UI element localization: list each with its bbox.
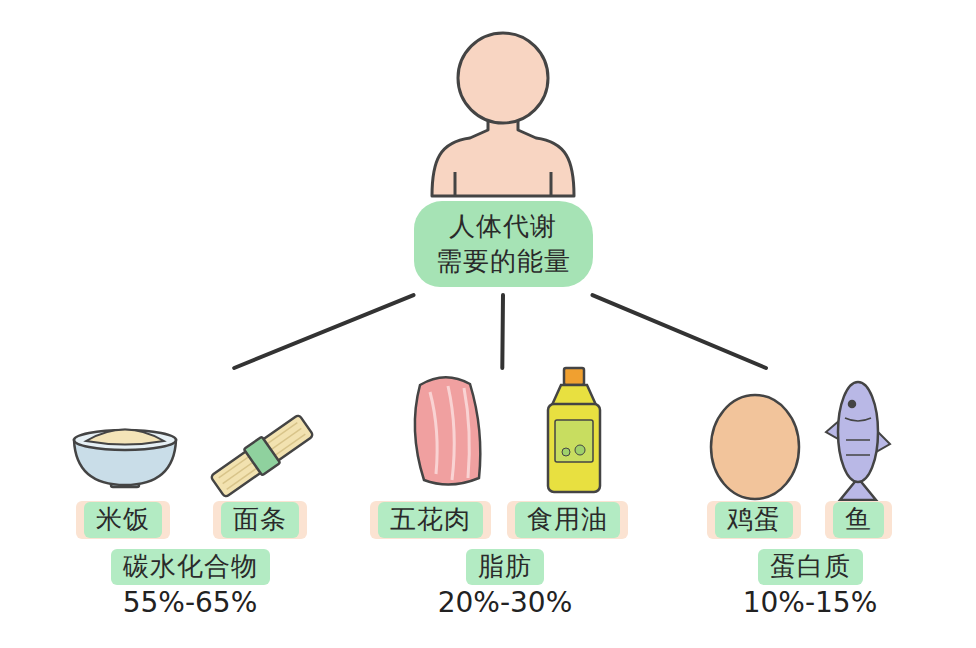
oil-bottle bbox=[548, 368, 600, 492]
egg bbox=[711, 395, 799, 499]
person-silhouette bbox=[432, 33, 574, 196]
pork-belly bbox=[415, 377, 480, 484]
connector-line bbox=[500, 295, 505, 368]
fish bbox=[826, 382, 890, 500]
category-name: 脂肪 bbox=[466, 549, 544, 585]
category-group: 蛋白质10%-15% 鸡蛋 鱼 bbox=[700, 368, 920, 620]
category-name: 蛋白质 bbox=[758, 549, 863, 585]
food-name: 鸡蛋 bbox=[715, 502, 793, 538]
center-title: 人体代谢 需要的能量 bbox=[436, 209, 571, 279]
food-name: 鱼 bbox=[833, 502, 884, 538]
category-name: 碳水化合物 bbox=[111, 549, 270, 585]
food-label: 米饭 bbox=[76, 501, 170, 539]
energy-percent: 10%-15% bbox=[743, 585, 878, 620]
food-name: 食用油 bbox=[515, 502, 620, 538]
food-label: 食用油 bbox=[507, 501, 628, 539]
rice-bowl bbox=[74, 430, 176, 488]
energy-percent: 55%-65% bbox=[123, 585, 258, 620]
food-name: 五花肉 bbox=[378, 502, 483, 538]
noodles bbox=[209, 412, 316, 500]
food-name: 面条 bbox=[221, 502, 299, 538]
category-group: 碳水化合物55%-65% 米饭 面条 bbox=[60, 368, 320, 620]
food-label: 面条 bbox=[213, 501, 307, 539]
connector-line bbox=[234, 295, 413, 368]
center-bubble: 人体代谢 需要的能量 bbox=[414, 201, 593, 287]
food-label: 鸡蛋 bbox=[707, 501, 801, 539]
category-group: 脂肪20%-30% 五花肉食用油 bbox=[370, 368, 640, 620]
food-name: 米饭 bbox=[84, 502, 162, 538]
connector-line bbox=[593, 295, 767, 368]
food-label: 鱼 bbox=[825, 501, 892, 539]
energy-percent: 20%-30% bbox=[438, 585, 573, 620]
food-label: 五花肉 bbox=[370, 501, 491, 539]
